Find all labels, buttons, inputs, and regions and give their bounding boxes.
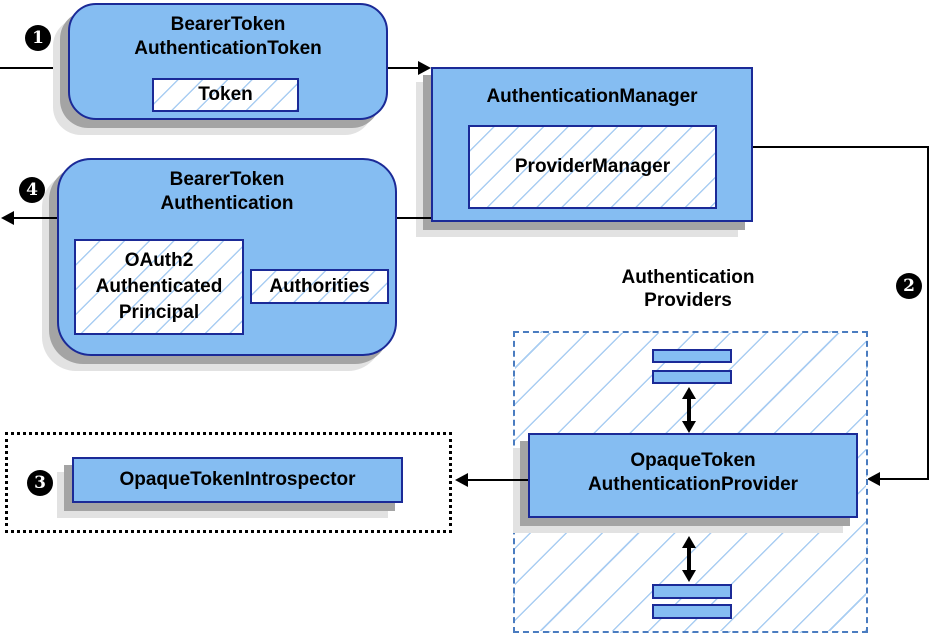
node-bearer-token-authentication-token: BearerToken AuthenticationToken Token [68, 3, 388, 120]
principal-line3: Principal [118, 302, 200, 323]
authentication-providers-label-line2: Providers [644, 290, 732, 311]
arrow-step2-top-line [753, 146, 929, 148]
badge-step-4: 4 [19, 177, 45, 203]
node-title-line1: OpaqueTokenIntrospector [119, 469, 356, 490]
node-title-line1: BearerToken [169, 169, 285, 190]
badge-step-3: 3 [27, 470, 53, 496]
arrow-token-to-manager-head [418, 61, 431, 75]
authorities-label: Authorities [269, 275, 370, 297]
token-field-label: Token [198, 84, 253, 105]
node-opaque-token-authentication-provider: OpaqueToken AuthenticationProvider [528, 433, 858, 518]
arrow-step3-head [455, 473, 468, 487]
double-arrow-top-up-head [682, 387, 696, 399]
node-title-line1: AuthenticationManager [486, 86, 698, 107]
node-title-line1: OpaqueToken [630, 450, 756, 471]
node-title: BearerToken AuthenticationToken [70, 5, 386, 61]
node-title: OpaqueToken AuthenticationProvider [530, 435, 856, 497]
authorities-field: Authorities [250, 269, 389, 304]
provider-placeholder-bar [652, 370, 732, 384]
authentication-providers-label-line1: Authentication [621, 267, 755, 288]
node-title-line2: Authentication [160, 193, 294, 214]
provider-placeholder-bar [652, 584, 732, 599]
node-title: BearerToken Authentication [59, 160, 395, 216]
principal-line1: OAuth2 [124, 250, 194, 271]
node-authentication-manager: AuthenticationManager ProviderManager [431, 67, 753, 222]
authentication-providers-label: Authentication Providers [553, 266, 823, 312]
double-arrow-bottom-down-head [682, 570, 696, 582]
provider-manager-field: ProviderManager [468, 125, 717, 209]
node-bearer-token-authentication: BearerToken Authentication OAuth2 Authen… [57, 158, 397, 356]
arrow-step2-head [867, 472, 880, 486]
badge-step-2: 2 [896, 273, 922, 299]
node-opaque-token-introspector: OpaqueTokenIntrospector [72, 457, 403, 503]
double-arrow-bottom-shaft [687, 546, 691, 572]
arrow-step2-bottom-line [879, 478, 929, 480]
node-title-line2: AuthenticationProvider [587, 474, 799, 495]
token-field: Token [152, 78, 299, 112]
line-manager-to-authentication [397, 217, 431, 219]
double-arrow-bottom-up-head [682, 536, 696, 548]
node-title: AuthenticationManager [433, 69, 751, 109]
badge-step-1: 1 [25, 25, 51, 51]
principal-field: OAuth2 Authenticated Principal [74, 239, 244, 335]
arrow-token-to-manager-line [388, 67, 420, 69]
arrow-step4-head [1, 211, 14, 225]
provider-manager-label: ProviderManager [514, 156, 671, 177]
arrow-step4-line [12, 217, 57, 219]
node-title-line1: BearerToken [170, 14, 286, 35]
provider-placeholder-bar [652, 604, 732, 619]
arrow-step3-line [468, 479, 528, 481]
arrow-request-in-line [0, 67, 68, 69]
principal-line2: Authenticated [95, 276, 223, 297]
arrow-step2-vertical-line [927, 146, 929, 480]
provider-placeholder-bar [652, 349, 732, 363]
introspector-container [5, 432, 452, 533]
double-arrow-top-shaft [687, 397, 691, 423]
double-arrow-top-down-head [682, 421, 696, 433]
node-title: OpaqueTokenIntrospector [74, 459, 401, 492]
node-title-line2: AuthenticationToken [134, 38, 322, 59]
